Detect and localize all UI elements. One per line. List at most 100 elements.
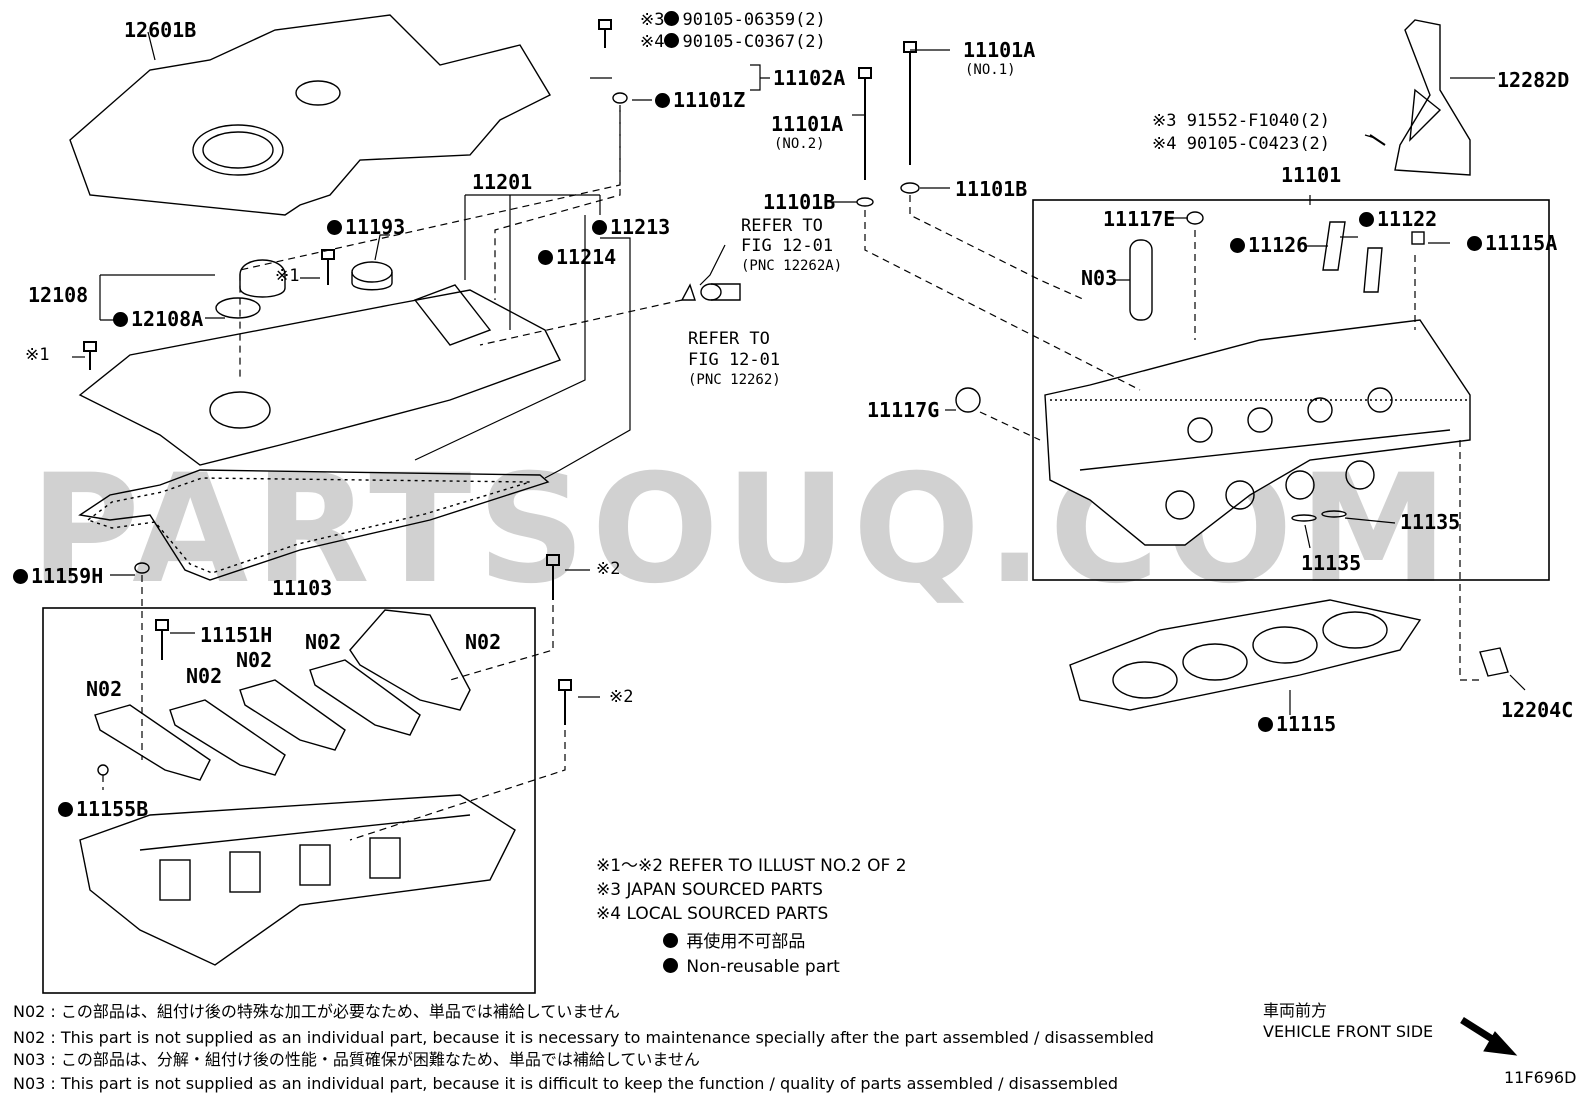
footnote-n02-en: N02 : This part is not supplied as an in… [13, 1028, 1154, 1047]
legend-line-1: ※1～※2 REFER TO ILLUST NO.2 OF 2 [596, 856, 907, 876]
refer-fig-1[interactable]: FIG 12-01 [741, 236, 834, 256]
non-reusable-dot-icon [663, 958, 678, 973]
label-11213[interactable]: 11213 [592, 217, 670, 237]
part-number[interactable]: 90105-06359(2) [682, 10, 826, 30]
part-number[interactable]: 90105-C0367(2) [682, 32, 826, 52]
ref-mark: ※4 [640, 32, 665, 52]
label-11135-b[interactable]: 11135 [1301, 551, 1362, 575]
refer-label-1: REFER TO [741, 216, 823, 236]
small-parts-drawing [680, 221, 1509, 677]
ref-mark: ※4 [1152, 134, 1177, 154]
label-11115[interactable]: 11115 [1258, 714, 1336, 734]
label-11101B-right[interactable]: 11101B [955, 177, 1028, 201]
box-11101 [1032, 199, 1550, 581]
cylinder-head-drawing [1044, 319, 1471, 546]
legend-line-4: 再使用不可部品 [663, 933, 805, 951]
label-N02-3[interactable]: N02 [236, 648, 273, 672]
ref-mark: ※3 [640, 10, 665, 30]
bracket-drawing [1394, 19, 1471, 176]
label-star1-a: ※1 [275, 266, 300, 286]
part-number[interactable]: 90105-C0423(2) [1186, 134, 1331, 154]
label-ref4-bolt: ※4 90105-C0367(2) [640, 33, 826, 51]
label-11117G[interactable]: 11117G [867, 398, 940, 422]
label-star1-b: ※1 [25, 345, 50, 365]
label-11101B-left[interactable]: 11101B [763, 190, 836, 214]
gasket-drawing [78, 469, 550, 581]
label-star2-b: ※2 [609, 687, 634, 707]
vehicle-front-arrow [1460, 1017, 1518, 1056]
footnote-n03-jp: N03 : この部品は、分解・組付け後の性能・品質確保が困難なため、単品では補給… [13, 1050, 700, 1069]
label-11101A-no1[interactable]: 11101A [963, 38, 1036, 62]
label-ref4-bolt-b: ※4 90105-C0423(2) [1152, 136, 1330, 153]
cam-caps-drawing [94, 609, 471, 781]
engine-cover-drawing [69, 14, 551, 216]
label-N03[interactable]: N03 [1081, 266, 1118, 290]
refer-label-2: REFER TO [688, 329, 770, 349]
head-cover-drawing [78, 259, 561, 466]
label-12108[interactable]: 12108 [28, 283, 89, 307]
label-11101Z[interactable]: 11101Z [655, 90, 745, 110]
head-gasket-drawing [1069, 599, 1422, 711]
label-11115A[interactable]: 11115A [1467, 233, 1557, 253]
footnote-n03-en: N03 : This part is not supplied as an in… [13, 1074, 1119, 1093]
label-11159H[interactable]: 11159H [13, 566, 103, 586]
label-11122[interactable]: 11122 [1359, 209, 1437, 229]
refer-pnc-2: (PNC 12262) [688, 372, 781, 388]
bolts-drawing [83, 19, 1386, 725]
non-reusable-dot-icon [1258, 717, 1273, 732]
label-ref3-bolt: ※3 90105-06359(2) [640, 11, 826, 29]
non-reusable-dot-icon [113, 312, 128, 327]
label-11126[interactable]: 11126 [1230, 235, 1308, 255]
label-11117E[interactable]: 11117E [1103, 207, 1176, 231]
non-reusable-dot-icon [664, 33, 680, 48]
refer-fig-2[interactable]: FIG 12-01 [688, 350, 781, 370]
non-reusable-dot-icon [1467, 236, 1482, 251]
camshaft-housing-drawing [79, 794, 516, 966]
non-reusable-dot-icon [1230, 238, 1245, 253]
label-11101A-no2[interactable]: 11101A [771, 112, 844, 136]
non-reusable-dot-icon [655, 93, 670, 108]
refer-pnc-1: (PNC 12262A) [741, 258, 843, 274]
label-11103[interactable]: 11103 [272, 576, 333, 600]
vehicle-front-jp: 車両前方 [1263, 1001, 1328, 1020]
non-reusable-dot-icon [663, 933, 678, 948]
vehicle-front-en: VEHICLE FRONT SIDE [1263, 1022, 1434, 1041]
label-12108A[interactable]: 12108A [113, 309, 203, 329]
non-reusable-dot-icon [1359, 212, 1374, 227]
label-11201[interactable]: 11201 [472, 170, 533, 194]
label-11155B[interactable]: 11155B [58, 799, 148, 819]
non-reusable-dot-icon [58, 802, 73, 817]
diagram-code: 11F696D [1504, 1068, 1577, 1087]
non-reusable-dot-icon [327, 220, 342, 235]
label-11102A[interactable]: 11102A [773, 66, 846, 90]
label-ref3-bolt-b: ※3 91552-F1040(2) [1152, 113, 1330, 130]
label-12282D[interactable]: 12282D [1497, 68, 1570, 92]
label-no2: (NO.2) [774, 136, 825, 152]
box-11103 [42, 607, 536, 994]
non-reusable-dot-icon [664, 11, 680, 26]
non-reusable-dot-icon [592, 220, 607, 235]
legend-line-3: ※4 LOCAL SOURCED PARTS [596, 904, 829, 924]
non-reusable-dot-icon [13, 569, 28, 584]
label-12601B[interactable]: 12601B [124, 18, 197, 42]
non-reusable-dot-icon [538, 250, 553, 265]
legend-line-5: Non-reusable part [663, 958, 840, 976]
label-11214[interactable]: 11214 [538, 247, 616, 267]
ref-mark: ※3 [1152, 111, 1177, 131]
label-N02-2[interactable]: N02 [465, 630, 502, 654]
legend-line-2: ※3 JAPAN SOURCED PARTS [596, 880, 823, 900]
label-12204C[interactable]: 12204C [1501, 698, 1574, 722]
part-number[interactable]: 91552-F1040(2) [1186, 111, 1331, 131]
label-11151H[interactable]: 11151H [200, 623, 273, 647]
label-no1: (NO.1) [965, 62, 1016, 78]
label-N02-4[interactable]: N02 [186, 664, 223, 688]
label-11135-a[interactable]: 11135 [1400, 510, 1461, 534]
label-11101[interactable]: 11101 [1281, 163, 1342, 187]
label-N02-5[interactable]: N02 [86, 677, 123, 701]
footnote-n02-jp: N02 : この部品は、組付け後の特殊な加工が必要なため、単品では補給していませ… [13, 1002, 620, 1021]
label-N02-1[interactable]: N02 [305, 630, 342, 654]
label-star2-a: ※2 [596, 559, 621, 579]
label-11193[interactable]: 11193 [327, 217, 405, 237]
